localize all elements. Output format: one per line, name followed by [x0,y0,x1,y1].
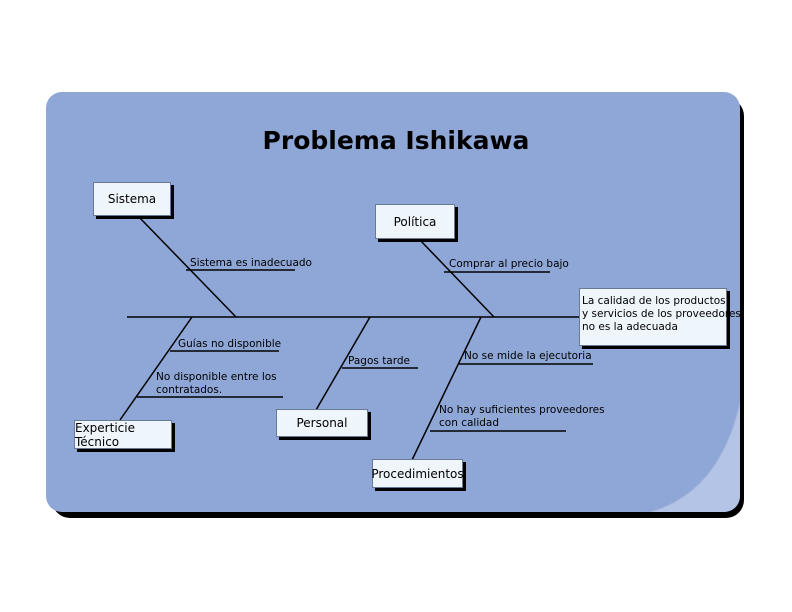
category-label-experiencia: Experticie Técnico [75,420,135,449]
category-box-politica: Política [375,204,455,239]
cause-experiencia-2-line-1: No disponible entre los [156,371,277,383]
cause-experiencia-2-line-2: contratados. [156,384,223,396]
cause-procedimientos-2: No hay suficientes proveedores con calid… [439,404,605,430]
cause-personal-1: Pagos tarde [348,355,411,367]
effect-box: La calidad de los productos y servicios … [579,288,741,346]
bone-sistema [137,215,237,318]
cause-procedimientos-1: No se mide la ejecutoria [464,350,592,362]
bone-procedimientos [411,316,482,461]
cause-politica-1: Comprar al precio bajo [449,258,569,270]
category-label-sistema: Sistema [107,192,157,206]
cause-sistema-1: Sistema es inadecuado [190,257,312,269]
cause-experiencia-2: No disponible entre los contratados. [156,371,277,397]
category-box-procedimientos: Procedimientos [371,459,464,488]
effect-line-1: La calidad de los productos [582,295,726,307]
category-box-personal: Personal [276,409,368,437]
effect-line-2: y servicios de los proveedores [582,308,741,320]
category-box-sistema: Sistema [93,182,171,216]
page-curl [650,402,740,512]
category-label-personal: Personal [296,416,348,430]
category-label-procedimientos: Procedimientos [371,466,464,481]
cause-experiencia-1: Guías no disponible [178,338,282,350]
category-label-politica: Política [393,214,437,229]
bone-experiencia [119,316,193,421]
diagram-title: Problema Ishikawa [262,126,530,155]
bone-personal [315,316,371,411]
bone-politica [418,238,495,318]
cause-procedimientos-2-line-2: con calidad [439,417,499,429]
category-box-experiencia: Experticie Técnico [74,420,172,449]
cause-procedimientos-2-line-1: No hay suficientes proveedores [439,404,605,416]
effect-line-3: no es la adecuada [582,321,678,333]
